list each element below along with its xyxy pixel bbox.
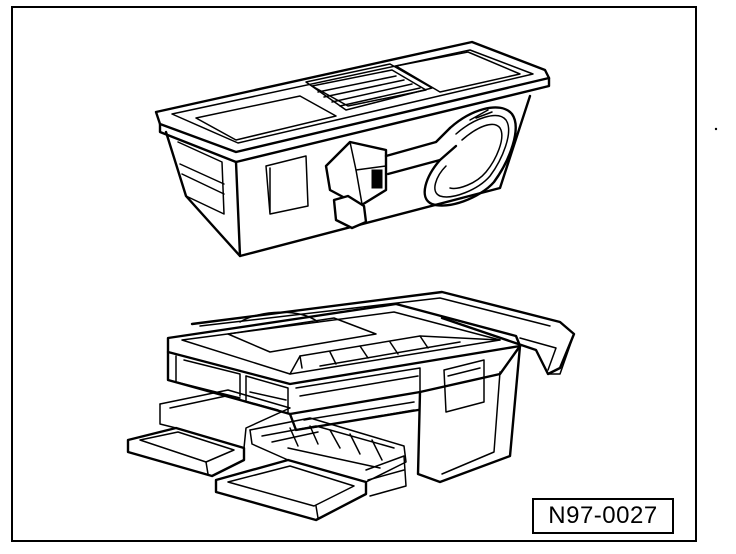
figure-reference-code: N97-0027 bbox=[532, 498, 674, 534]
stray-dot bbox=[714, 127, 718, 131]
figure-frame bbox=[11, 6, 697, 542]
open-tool-box-with-drawers-icon bbox=[126, 290, 576, 522]
closed-tool-box-icon bbox=[154, 40, 551, 258]
